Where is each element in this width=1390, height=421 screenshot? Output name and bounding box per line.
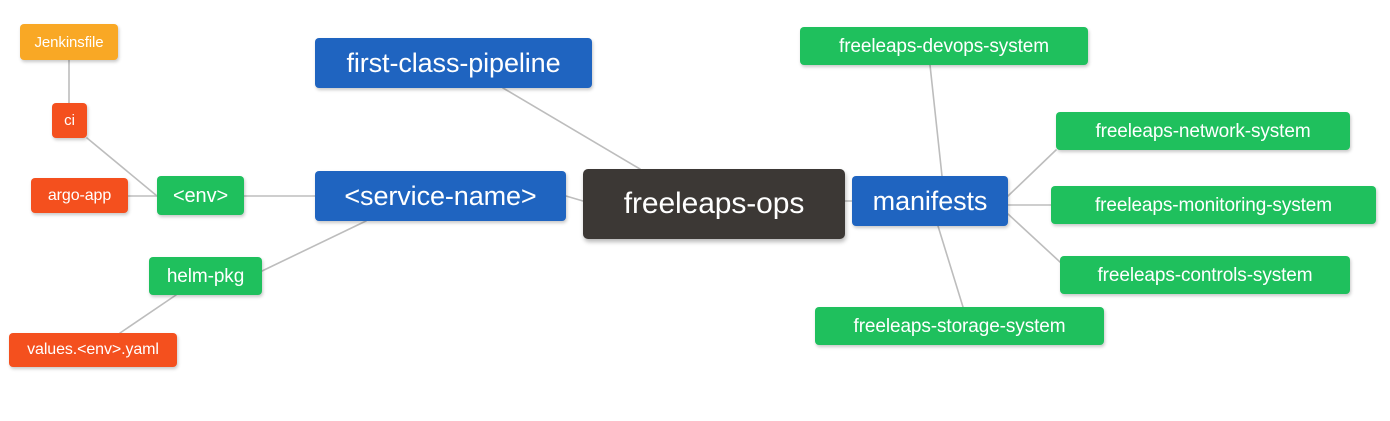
mindmap-node-freeleaps-devops-system[interactable]: freeleaps-devops-system — [800, 27, 1088, 65]
mindmap-node-manifests[interactable]: manifests — [852, 176, 1008, 226]
edge-manifests-to-freeleaps-storage-system — [937, 225, 964, 308]
mindmap-node-values-yaml[interactable]: values.<env>.yaml — [9, 333, 177, 367]
edge-service-name-to-helm-pkg — [261, 220, 367, 272]
edge-manifests-to-freeleaps-devops-system — [929, 64, 943, 177]
mindmap-node-env[interactable]: <env> — [157, 176, 244, 215]
edge-manifests-to-freeleaps-network-system — [1007, 149, 1057, 197]
mindmap-node-ci[interactable]: ci — [52, 103, 87, 138]
mindmap-node-freeleaps-network-system[interactable]: freeleaps-network-system — [1056, 112, 1350, 150]
mindmap-node-freeleaps-controls-system[interactable]: freeleaps-controls-system — [1060, 256, 1350, 294]
mindmap-node-service-name[interactable]: <service-name> — [315, 171, 566, 221]
mindmap-node-argo-app[interactable]: argo-app — [31, 178, 128, 213]
mindmap-node-first-class-pipeline[interactable]: first-class-pipeline — [315, 38, 592, 88]
edge-helm-pkg-to-values-yaml — [119, 294, 177, 334]
mindmap-node-jenkinsfile[interactable]: Jenkinsfile — [20, 24, 118, 60]
mindmap-node-freeleaps-ops[interactable]: freeleaps-ops — [583, 169, 845, 239]
mindmap-node-freeleaps-monitoring-system[interactable]: freeleaps-monitoring-system — [1051, 186, 1376, 224]
edge-first-class-pipeline-to-freeleaps-ops — [502, 87, 641, 170]
mindmap-node-freeleaps-storage-system[interactable]: freeleaps-storage-system — [815, 307, 1104, 345]
edge-service-name-to-freeleaps-ops — [565, 195, 584, 202]
mindmap-node-helm-pkg[interactable]: helm-pkg — [149, 257, 262, 295]
